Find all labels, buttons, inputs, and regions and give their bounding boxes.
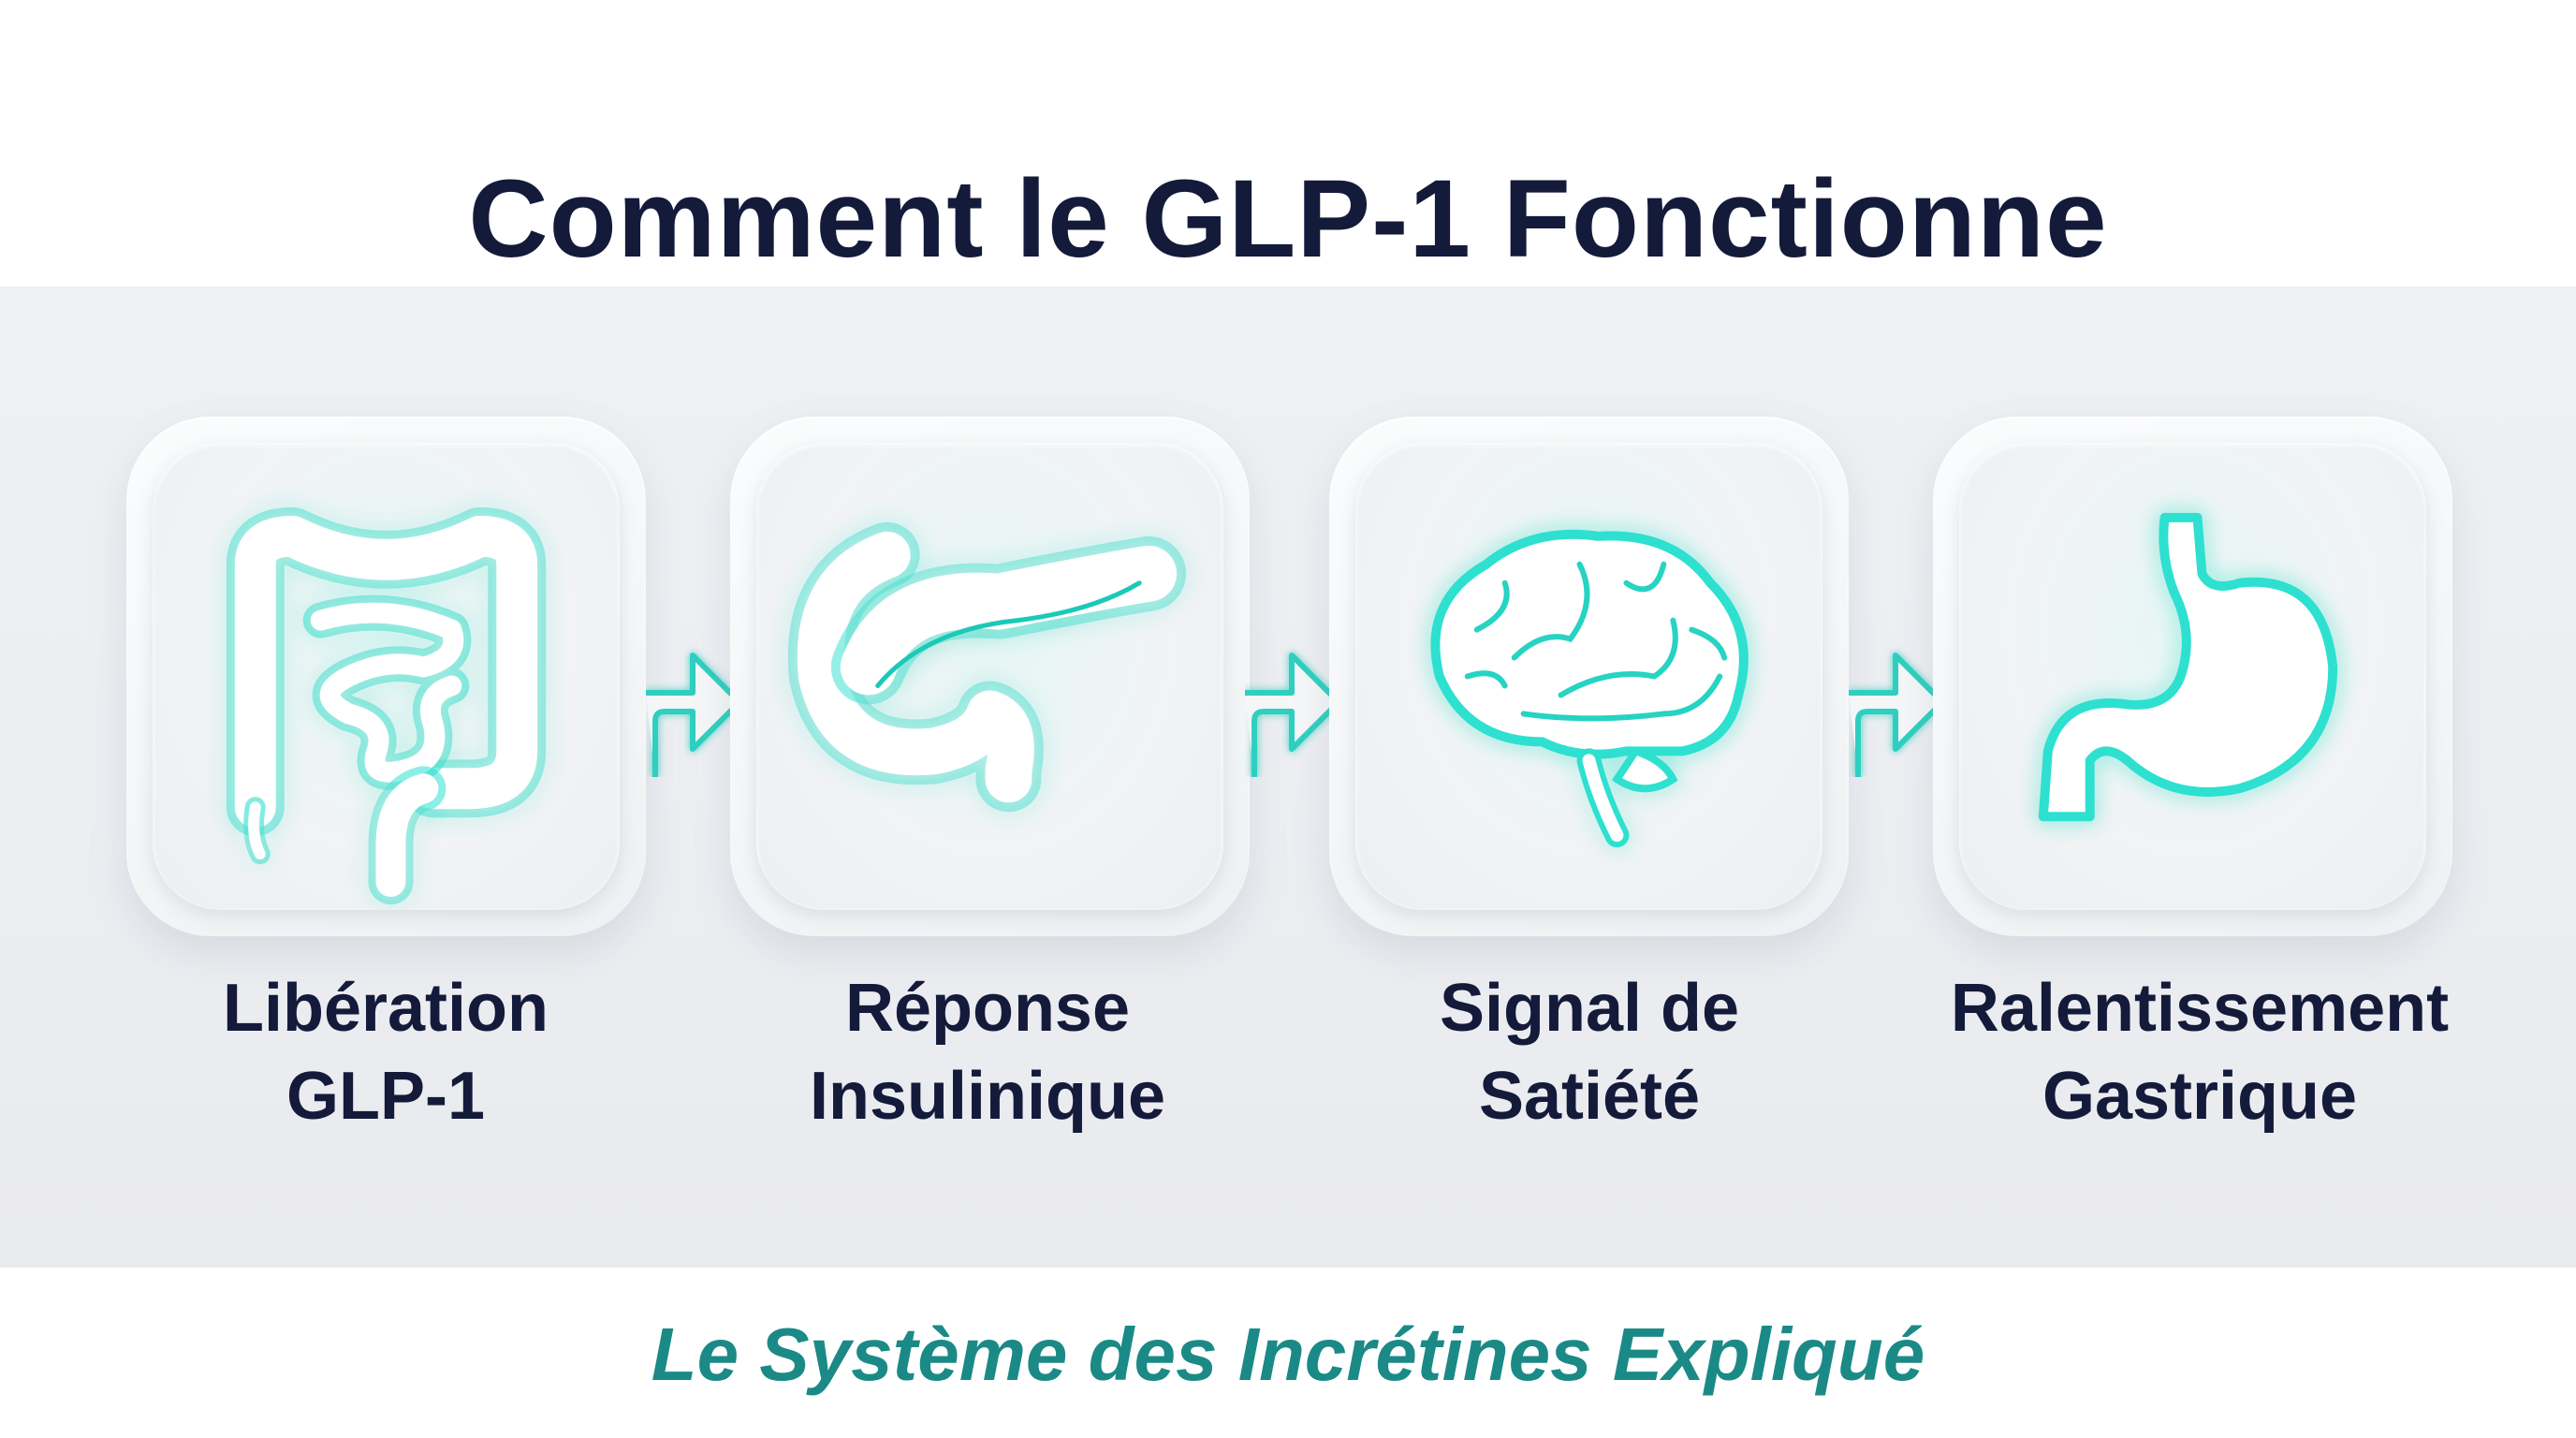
label-line1: Libération: [222, 971, 549, 1046]
label-line2: Satiété: [1478, 1059, 1701, 1134]
page-title: Comment le GLP-1 Fonctionne: [468, 157, 2108, 282]
footer-strip: [0, 1268, 2576, 1438]
label-line2: Gastrique: [2042, 1059, 2358, 1134]
label-line1: Réponse: [844, 971, 1131, 1046]
step-card-gastric-slowing: [1933, 417, 2452, 936]
step-card-insulin-response: [730, 417, 1250, 936]
label-line1: Signal de: [1439, 971, 1740, 1046]
label-line2: GLP-1: [285, 1059, 486, 1134]
step-label-satiety-signal: Signal de Satiété: [1290, 964, 1889, 1140]
stomach-icon: [2038, 512, 2338, 822]
step-label-glp1-release: Libération GLP-1: [86, 964, 685, 1140]
step-card-satiety-signal: [1329, 417, 1849, 936]
brain-icon: [1430, 529, 1749, 848]
step-card-glp1-release: [126, 417, 646, 936]
intestine-icon: [226, 506, 547, 905]
footer-subtitle: Le Système des Incrétines Expliqué: [651, 1313, 1925, 1396]
label-line1: Ralentissement: [1950, 971, 2450, 1046]
label-line2: Insulinique: [809, 1059, 1165, 1134]
step-label-insulin-response: Réponse Insulinique: [688, 964, 1287, 1140]
pancreas-icon: [787, 521, 1187, 813]
step-label-gastric-slowing: Ralentissement Gastrique: [1900, 964, 2499, 1140]
